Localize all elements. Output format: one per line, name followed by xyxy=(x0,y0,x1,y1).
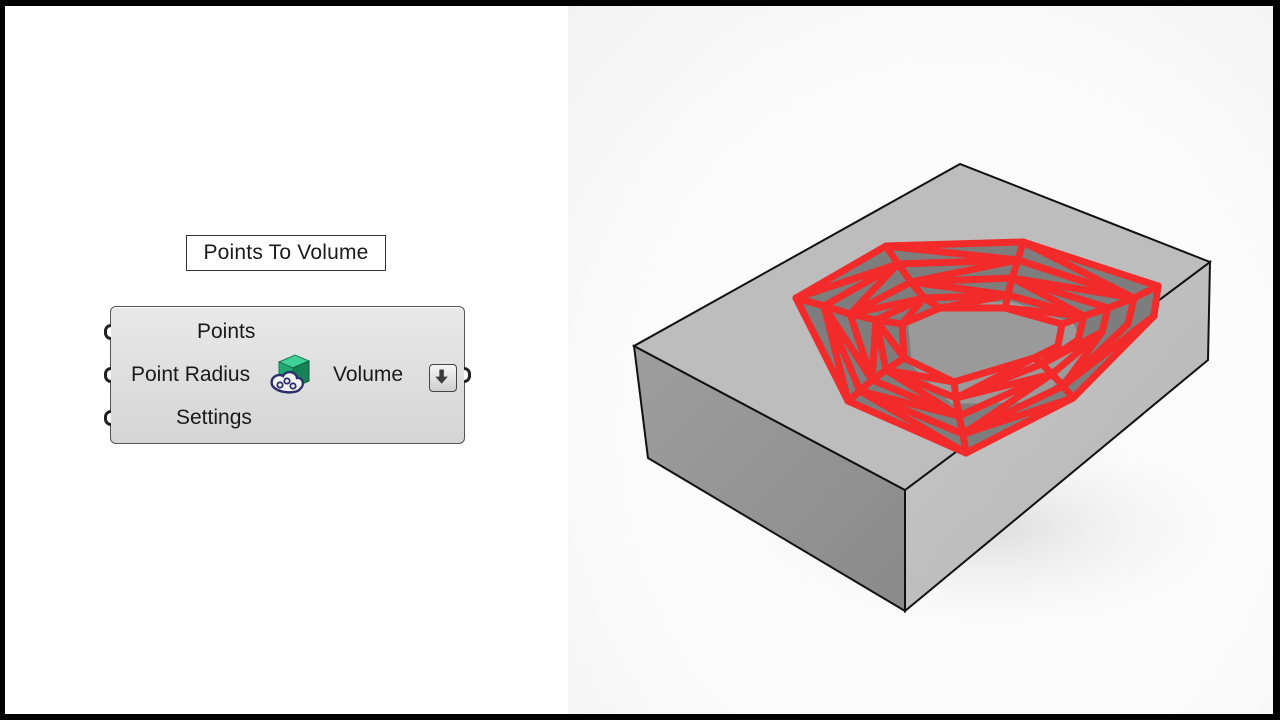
tooltip-title: Points To Volume xyxy=(203,241,369,264)
input-label-settings[interactable]: Settings xyxy=(176,406,252,429)
input-label-points[interactable]: Points xyxy=(197,320,256,343)
input-label-point-radius[interactable]: Point Radius xyxy=(131,363,251,386)
red-lattice-structure xyxy=(792,238,1162,457)
grasshopper-canvas[interactable]: Points To Volume Points Point Radius Set… xyxy=(5,6,1273,714)
output-label-volume[interactable]: Volume xyxy=(333,363,404,386)
bake-output-button[interactable] xyxy=(429,364,457,392)
input-grip-point-radius[interactable] xyxy=(104,367,111,383)
input-grip-points[interactable] xyxy=(104,324,111,340)
output-grip-volume[interactable] xyxy=(464,367,471,383)
points-to-volume-icon xyxy=(270,354,311,394)
points-to-volume-component[interactable]: Points Point Radius Settings Volume xyxy=(104,306,471,444)
arrow-down-icon xyxy=(435,369,448,384)
input-grip-settings[interactable] xyxy=(104,410,111,426)
component-name-tooltip: Points To Volume xyxy=(186,235,386,271)
rendered-volume-scene[interactable] xyxy=(568,6,1273,714)
